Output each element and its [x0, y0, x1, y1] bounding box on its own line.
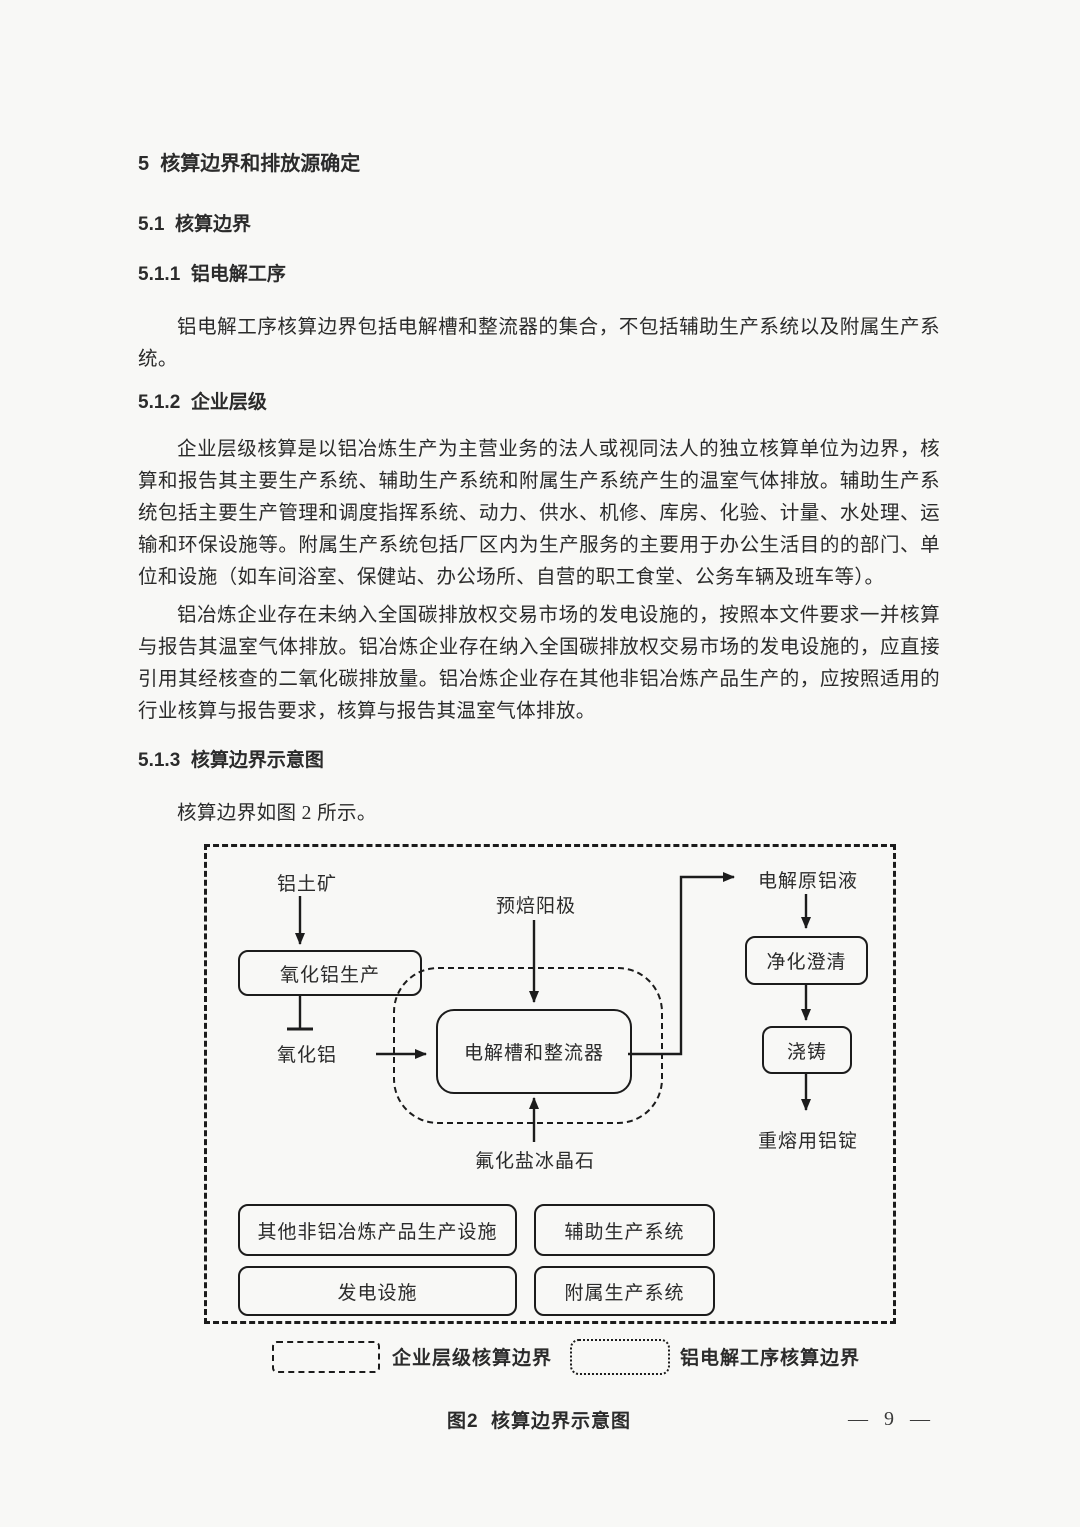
label-remelting-aluminum-ingot: 重熔用铝锭 — [757, 1131, 858, 1152]
node-purification-clarification: 净化澄清 — [745, 936, 868, 985]
node-attached-production-system: 附属生产系统 — [534, 1266, 715, 1316]
node-purification-clarification-label: 净化澄清 — [766, 952, 847, 973]
node-alumina-production: 氧化铝生产 — [238, 950, 422, 996]
figure-caption: 图2 核算边界示意图 — [446, 1411, 632, 1432]
legend-swatch-electrolysis-boundary — [570, 1339, 670, 1375]
label-alumina: 氧化铝 — [276, 1045, 337, 1066]
heading-section-5-1: 5.1 核算边界 — [138, 214, 251, 235]
node-casting: 浇铸 — [762, 1026, 852, 1074]
page-number-dash-right: — — [910, 1408, 932, 1430]
heading-section-5-1-1: 5.1.1 铝电解工序 — [138, 264, 286, 285]
page-number-dash-left: — — [848, 1408, 870, 1430]
enterprise-boundary-frame — [204, 844, 896, 1324]
node-other-non-aluminum-facilities-label: 其他非铝冶炼产品生产设施 — [257, 1221, 498, 1243]
node-power-generation-facility-label: 发电设施 — [337, 1282, 418, 1304]
label-fluoride-salt-cryolite: 氟化盐冰晶石 — [474, 1151, 595, 1172]
paragraph-5-1-1: 铝电解工序核算边界包括电解槽和整流器的集合，不包括辅助生产系统以及附属生产系统。 — [138, 317, 940, 370]
figure-2-diagram: 铝土矿 氧化铝 预焙阳极 氟化盐冰晶石 电解原铝液 重熔用铝锭 氧化铝生产 电解… — [204, 844, 896, 1324]
heading-section-5-1-2: 5.1.2 企业层级 — [138, 392, 267, 413]
node-auxiliary-production-system-label: 辅助生产系统 — [564, 1221, 685, 1243]
node-alumina-production-label: 氧化铝生产 — [279, 964, 380, 986]
node-other-non-aluminum-facilities: 其他非铝冶炼产品生产设施 — [238, 1204, 517, 1256]
heading-section-5-1-3: 5.1.3 核算边界示意图 — [138, 750, 324, 771]
legend-label-electrolysis-boundary: 铝电解工序核算边界 — [680, 1348, 861, 1369]
page-number-value: 9 — [884, 1408, 896, 1430]
figure-legend: 企业层级核算边界 铝电解工序核算边界 — [204, 1336, 894, 1384]
legend-swatch-enterprise-boundary — [272, 1341, 380, 1373]
label-prebaked-anode: 预焙阳极 — [495, 896, 576, 917]
node-power-generation-facility: 发电设施 — [238, 1266, 517, 1316]
page-number: — 9 — — [848, 1408, 932, 1431]
label-bauxite: 铝土矿 — [276, 874, 337, 895]
node-electrolytic-cell-rectifier-label: 电解槽和整流器 — [463, 1043, 604, 1064]
figure-2: 铝土矿 氧化铝 预焙阳极 氟化盐冰晶石 电解原铝液 重熔用铝锭 氧化铝生产 电解… — [138, 844, 940, 1433]
label-electrolytic-raw-aluminum: 电解原铝液 — [757, 871, 858, 892]
node-casting-label: 浇铸 — [786, 1041, 827, 1063]
node-electrolytic-cell-rectifier: 电解槽和整流器 — [436, 1009, 632, 1094]
legend-label-enterprise-boundary: 企业层级核算边界 — [392, 1348, 553, 1369]
heading-section-5: 5 核算边界和排放源确定 — [138, 153, 361, 175]
paragraph-5-1-2-b: 铝冶炼企业存在未纳入全国碳排放权交易市场的发电设施的，按照本文件要求一并核算与报… — [138, 605, 940, 722]
paragraph-5-1-2-a: 企业层级核算是以铝冶炼生产为主营业务的法人或视同法人的独立核算单位为边界，核算和… — [138, 439, 940, 588]
paragraph-5-1-3: 核算边界如图 2 所示。 — [177, 803, 377, 824]
node-auxiliary-production-system: 辅助生产系统 — [534, 1204, 715, 1256]
page-content: 5 核算边界和排放源确定 5.1 核算边界 5.1.1 铝电解工序 铝电解工序核… — [138, 153, 940, 1433]
node-attached-production-system-label: 附属生产系统 — [564, 1282, 685, 1304]
